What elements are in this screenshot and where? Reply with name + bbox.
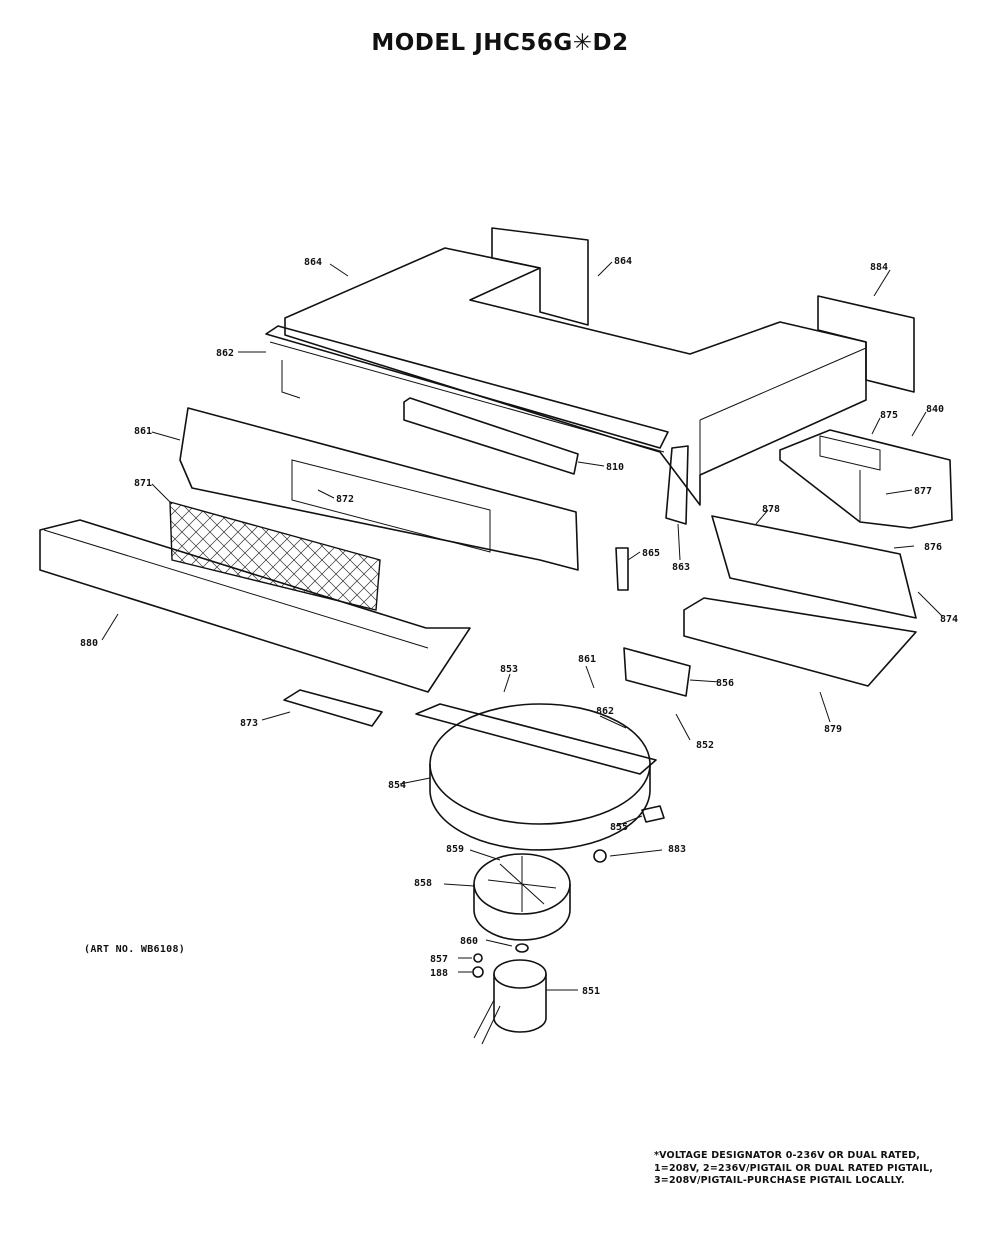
part-810-bracket	[403, 397, 579, 475]
label-861-small: 861	[578, 654, 596, 665]
part-884-side-plate	[817, 295, 915, 393]
part-862-rail	[265, 325, 669, 453]
label-865: 865	[642, 548, 660, 559]
label-856: 856	[716, 678, 734, 689]
part-871-filter	[169, 501, 381, 611]
label-864: 864	[304, 257, 322, 268]
label-863: 863	[672, 562, 690, 573]
label-878: 878	[762, 504, 780, 515]
page-title: MODEL JHC56G✳D2	[371, 30, 629, 56]
label-855: 855	[610, 822, 628, 833]
label-862: 862	[216, 348, 234, 359]
part-865-clip	[615, 547, 629, 591]
label-861: 861	[134, 426, 152, 437]
label-840: 840	[926, 404, 944, 415]
part-883-grommet	[593, 849, 607, 863]
part-858-blower-wheel	[473, 853, 571, 941]
part-883-side-bracket	[665, 445, 689, 525]
label-879: 879	[824, 724, 842, 735]
label-860: 860	[460, 936, 478, 947]
part-854-blower-housing	[415, 703, 657, 851]
part-840-housing	[779, 429, 953, 529]
part-188-washer	[472, 966, 484, 978]
art-number: (ART NO. WB6108)	[84, 944, 186, 955]
label-810: 810	[606, 462, 624, 473]
part-851-motor	[473, 959, 547, 1045]
label-877: 877	[914, 486, 932, 497]
label-884: 884	[870, 262, 888, 273]
label-188: 188	[430, 968, 448, 979]
label-859: 859	[446, 844, 464, 855]
part-856-plate	[623, 647, 691, 697]
part-labels: 864 864 884 862 861 871 872 810 865 863 …	[80, 256, 958, 997]
footnote-line-3: 3=208V/PIGTAIL-PURCHASE PIGTAIL LOCALLY.	[654, 1175, 905, 1186]
label-883: 883	[668, 844, 686, 855]
part-855-clip	[641, 805, 665, 823]
label-854: 854	[388, 780, 406, 791]
part-861-back-panel	[179, 407, 579, 571]
label-851: 851	[582, 986, 600, 997]
label-874: 874	[940, 614, 958, 625]
part-857-washer	[473, 953, 483, 963]
part-864-rear-plate	[491, 227, 589, 326]
label-862-small: 862	[596, 706, 614, 717]
label-857: 857	[430, 954, 448, 965]
label-871: 871	[134, 478, 152, 489]
voltage-footnote: *VOLTAGE DESIGNATOR 0-236V OR DUAL RATED…	[654, 1150, 984, 1188]
label-880: 880	[80, 638, 98, 649]
label-873: 873	[240, 718, 258, 729]
part-874-plate	[711, 515, 917, 619]
part-860-nut	[515, 943, 529, 953]
part-879-tray	[683, 597, 917, 687]
label-864-rear: 864	[614, 256, 632, 267]
part-873-bracket	[283, 689, 383, 727]
label-853: 853	[500, 664, 518, 675]
label-875: 875	[880, 410, 898, 421]
label-852: 852	[696, 740, 714, 751]
leader-lines	[101, 261, 943, 991]
label-858: 858	[414, 878, 432, 889]
footnote-line-2: 1=208V, 2=236V/PIGTAIL OR DUAL RATED PIG…	[654, 1162, 934, 1174]
label-876: 876	[924, 542, 942, 553]
label-872: 872	[336, 494, 354, 505]
footnote-line-1: *VOLTAGE DESIGNATOR 0-236V OR DUAL RATED…	[654, 1150, 921, 1161]
part-880-front-panel	[39, 519, 471, 693]
